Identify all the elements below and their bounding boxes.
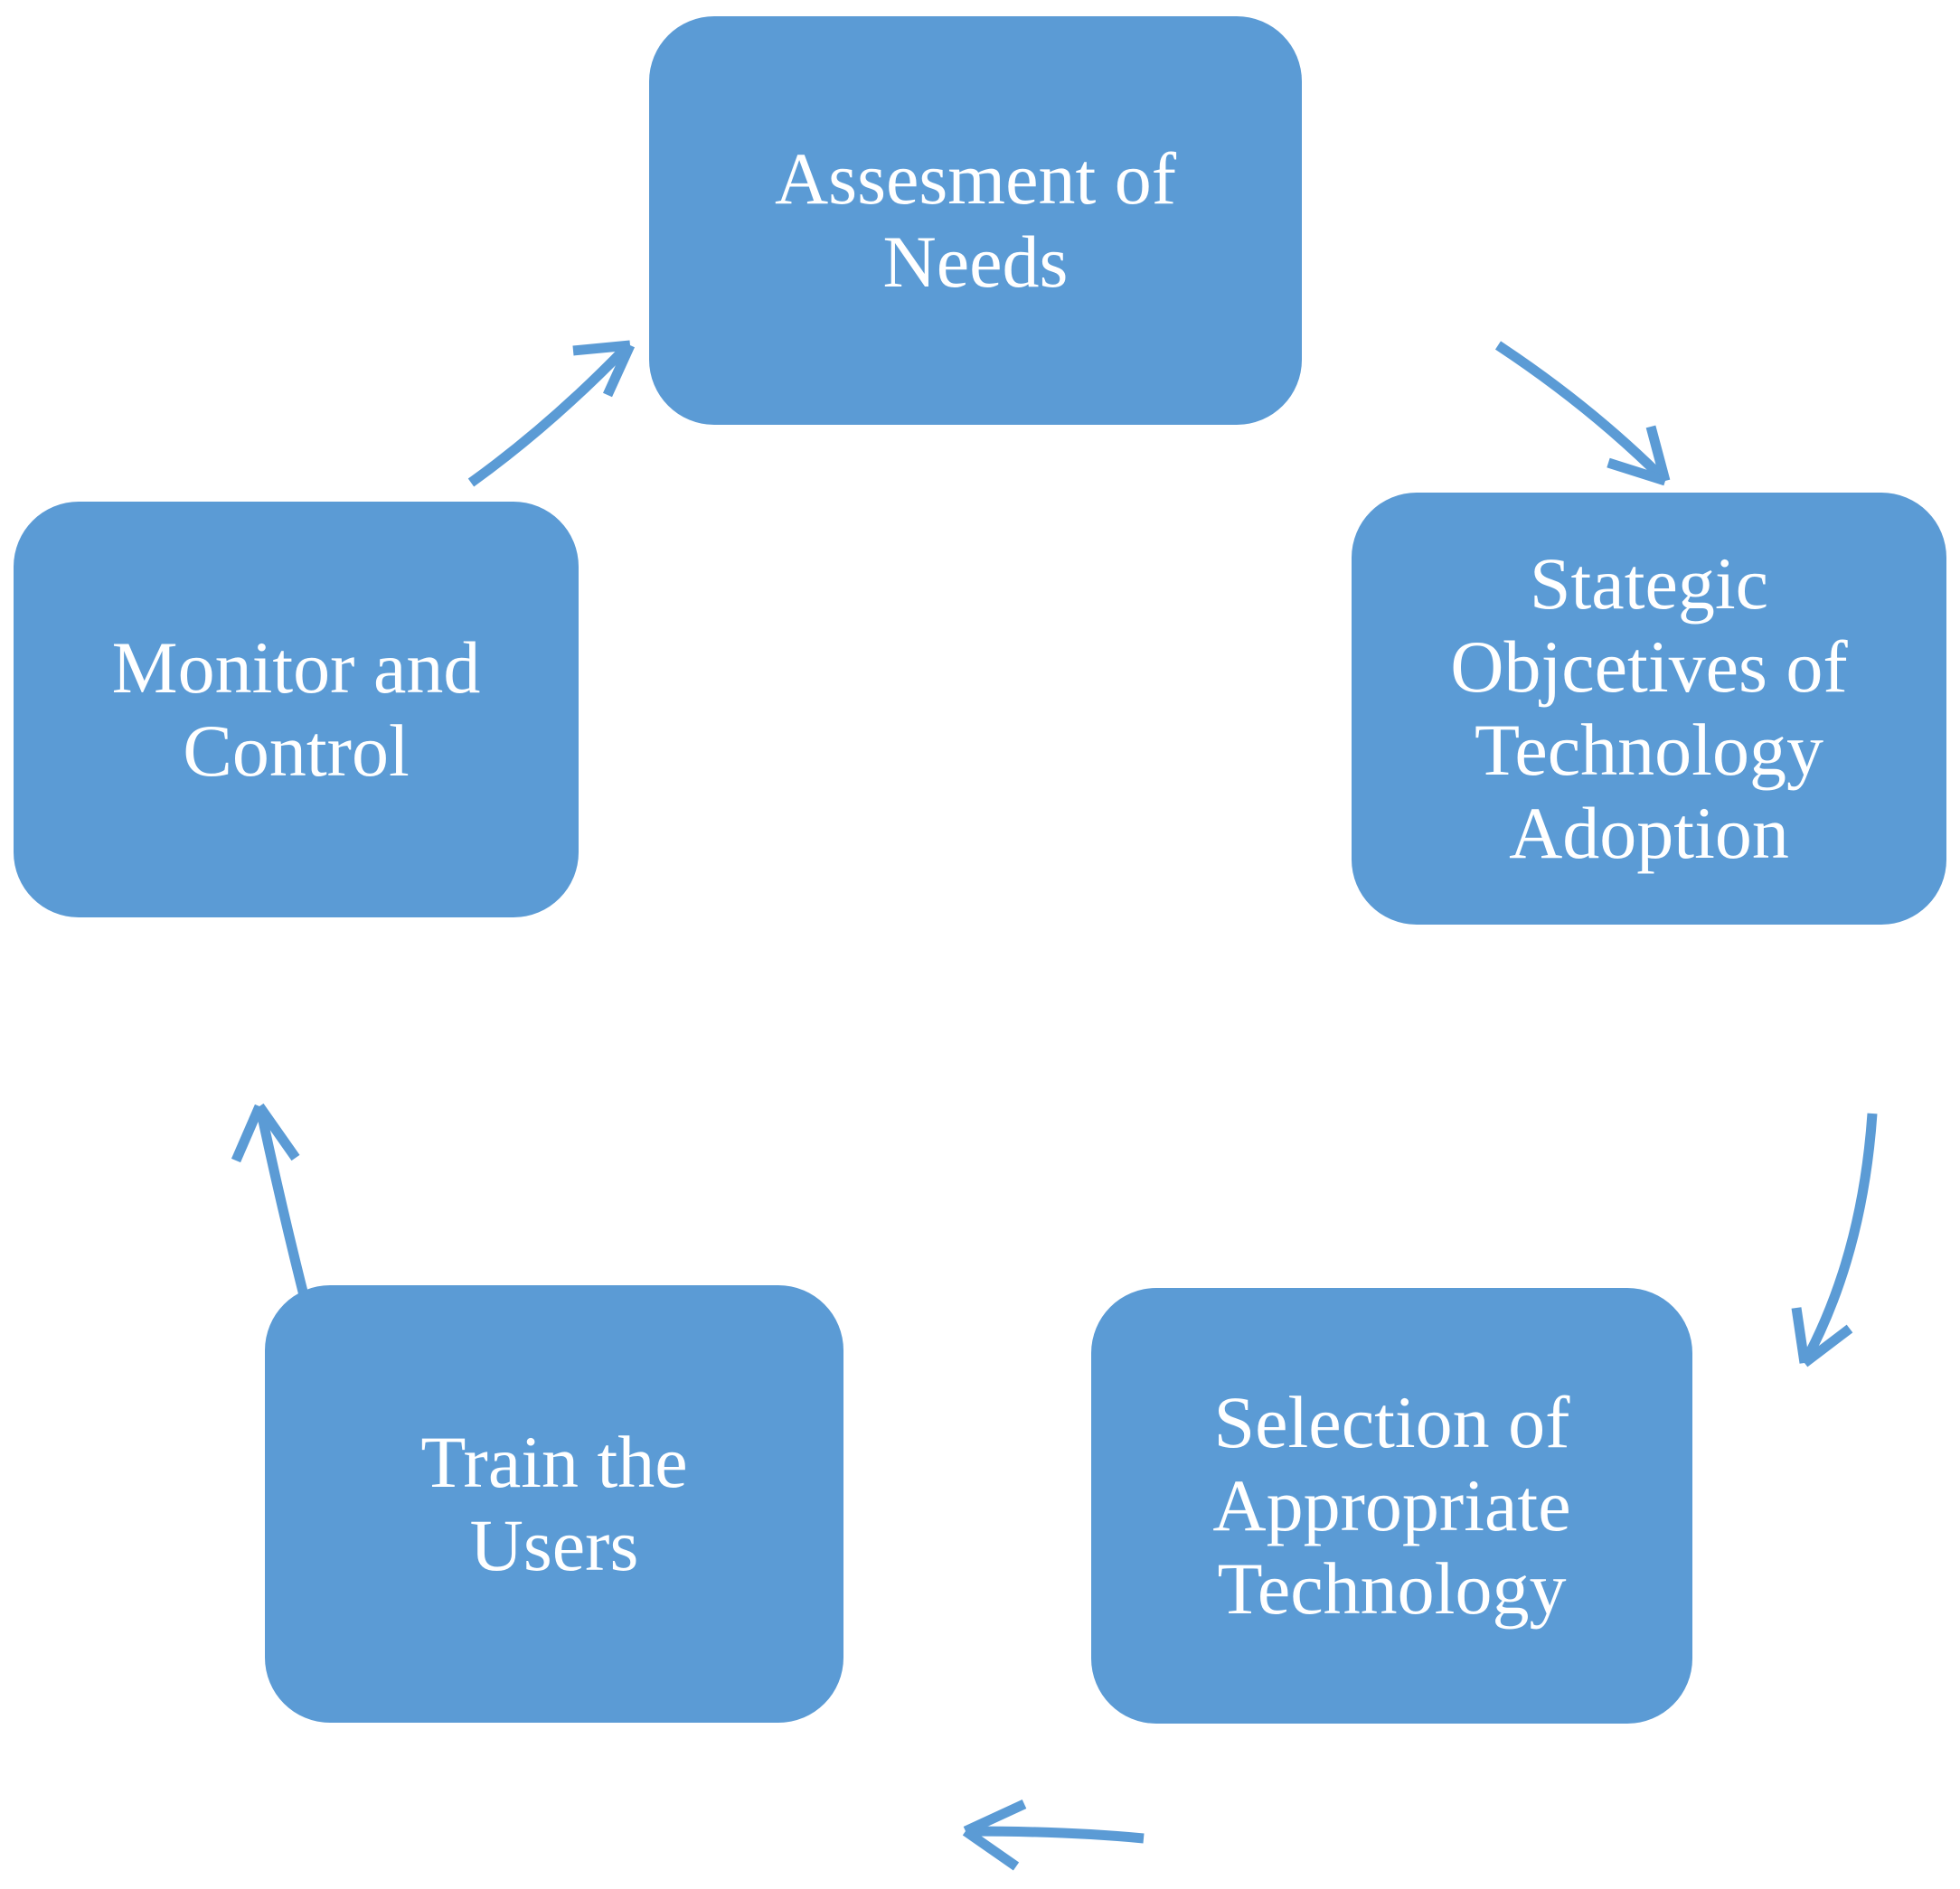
- arrow-shaft: [255, 1106, 311, 1304]
- cycle-node-label: Stategic Objcetives of Technology Adopti…: [1450, 542, 1848, 874]
- arrowhead-top-barb: [963, 1800, 1027, 1836]
- cycle-node-selection-technology[interactable]: Selection of Appropriate Technology: [1091, 1288, 1692, 1724]
- arrowhead-left-barb: [1791, 1307, 1810, 1364]
- arrow-shaft: [968, 1826, 1145, 1844]
- cycle-node-label: Assesment of Needs: [774, 137, 1177, 303]
- arrow-shaft: [1800, 1113, 1878, 1366]
- arrowhead-right-barb: [255, 1103, 300, 1161]
- cycle-node-monitor-control[interactable]: Monitor and Control: [14, 502, 579, 917]
- arrow-shaft: [467, 343, 631, 487]
- arrow-train-to-monitor: [231, 1103, 311, 1304]
- arrow-assessment-to-strategic: [1494, 341, 1671, 486]
- arrow-monitor-to-assessment: [467, 340, 636, 487]
- arrowhead-bottom-barb: [962, 1827, 1020, 1871]
- cycle-node-assessment-of-needs[interactable]: Assesment of Needs: [649, 16, 1302, 425]
- arrow-shaft: [1494, 341, 1669, 484]
- arrowhead-right-barb: [1801, 1324, 1853, 1367]
- cycle-node-label: Monitor and Control: [111, 626, 481, 792]
- arrowhead-right-barb: [1645, 425, 1671, 483]
- arrow-selection-to-train: [962, 1800, 1145, 1871]
- cycle-node-label: Train the Users: [420, 1421, 688, 1586]
- cycle-node-label: Selection of Appropriate Technology: [1212, 1381, 1571, 1630]
- arrow-strategic-to-selection: [1791, 1113, 1878, 1367]
- arrowhead-left-barb: [231, 1104, 265, 1163]
- arrowhead-bottom-barb: [602, 343, 636, 398]
- arrowhead-left-barb: [1607, 457, 1667, 486]
- cycle-node-train-users[interactable]: Train the Users: [265, 1285, 843, 1723]
- arrowhead-left-barb: [572, 340, 631, 356]
- cycle-node-strategic-objectives[interactable]: Stategic Objcetives of Technology Adopti…: [1352, 493, 1946, 925]
